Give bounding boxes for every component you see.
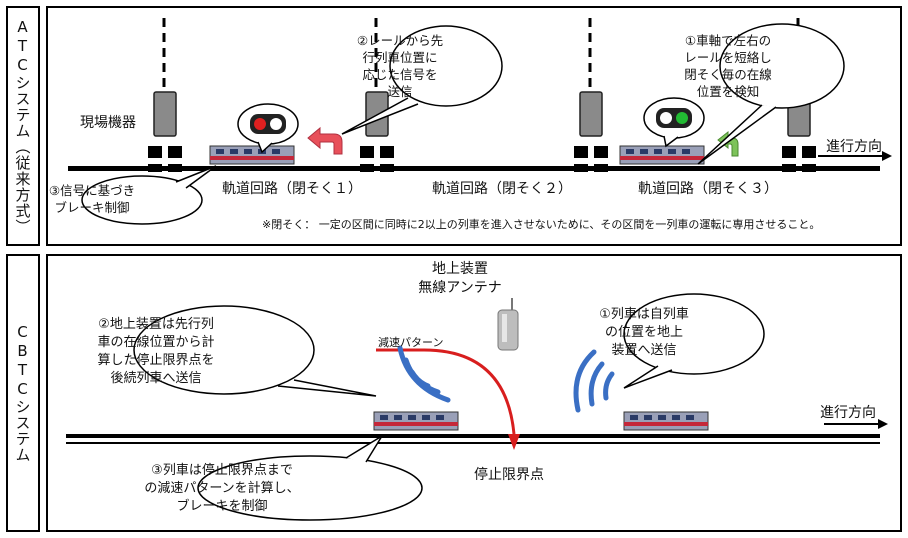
stop-point-marker: [508, 434, 520, 450]
train-calc-callout-shape: [197, 435, 423, 521]
brake-callout: ③信号に基づき ブレーキ制御: [48, 183, 136, 215]
axle-detect-callout-shape: [697, 23, 845, 165]
cbtc-train-2: [623, 411, 709, 431]
radio-wave-right-icon: [573, 349, 615, 413]
cbtc-section-label: CBTCシステム: [13, 323, 32, 463]
ground-antenna-label: 地上装置 無線アンテナ: [418, 261, 502, 296]
red-signal-arrow: [307, 126, 343, 155]
cbtc-diagram: [66, 293, 888, 521]
train-send-callout-shape: [623, 293, 765, 389]
green-signal-bubble: [643, 97, 705, 148]
stop-point-label: 停止限界点: [474, 467, 544, 483]
cbtc-section-label-box: CBTCシステム: [6, 254, 40, 532]
cbtc-direction-label: 進行方向: [820, 405, 876, 421]
blocking-note: ※閉そく： 一定の区間に同時に2以上の列車を進入させないために、その区間を一列車…: [262, 218, 821, 231]
axle-detect-callout: ①車軸で左右の レールを短絡し 閉そく毎の在線 位置を検知: [684, 33, 772, 99]
atc-track: [68, 166, 880, 171]
red-signal-light: [254, 118, 266, 130]
deceleration-pattern-curve: [376, 348, 516, 435]
cbtc-track: [66, 434, 880, 438]
equipment-box-1: [153, 91, 177, 137]
atc-section-label: ATCシステム（従来方式）: [13, 17, 32, 235]
red-signal-bubble: [237, 103, 299, 154]
atc-train-1: [209, 145, 295, 165]
cbtc-train-1: [373, 411, 459, 431]
cbtc-panel: [46, 254, 902, 532]
ground-send-callout-shape: [133, 305, 377, 397]
atc-direction-label: 進行方向: [826, 139, 882, 155]
train-calc-callout: ③列車は停止限界点まで の減速パターンを計算し、 ブレーキを制御: [144, 463, 300, 514]
radio-wave-left-icon: [397, 345, 451, 403]
rail-signal-callout-shape: [341, 25, 503, 135]
track-circuit-2: 軌道回路（閉そく２）: [432, 181, 572, 197]
field-equipment-label: 現場機器: [80, 115, 136, 131]
atc-section-label-box: ATCシステム（従来方式）: [6, 6, 40, 246]
atc-diagram: [68, 18, 892, 225]
atc-train-2: [619, 145, 705, 165]
track-circuit-3: 軌道回路（閉そく３）: [638, 181, 778, 197]
deceleration-pattern-label: 減速パターン: [378, 336, 444, 349]
track-circuit-1: 軌道回路（閉そく１）: [222, 181, 362, 197]
train-send-callout: ①列車は自列車 の位置を地上 装置へ送信: [599, 307, 689, 358]
equipment-box-3: [579, 91, 603, 137]
ground-send-callout: ②地上装置は先行列 車の在線位置から計 算した停止限界点を 後続列車へ送信: [97, 317, 215, 386]
green-signal-light: [676, 112, 688, 124]
rail-signal-callout: ②レールから先 行列車位置に 応じた信号を 送信: [356, 33, 444, 99]
brake-callout-shape: [81, 165, 217, 225]
ground-antenna: [497, 298, 519, 351]
